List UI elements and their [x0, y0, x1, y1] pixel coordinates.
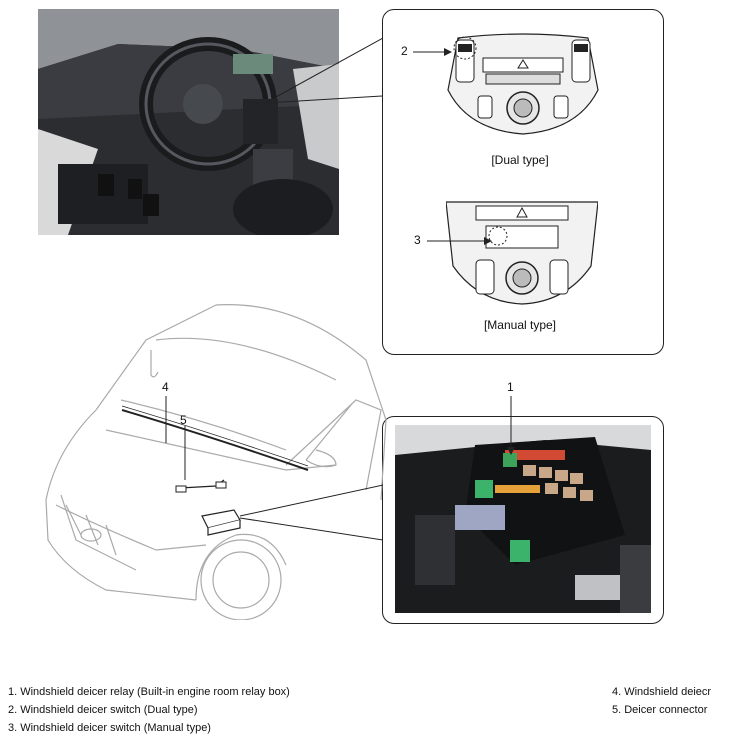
- dual-type-caption: [Dual type]: [491, 153, 549, 167]
- vehicle-line-drawing: [45, 304, 387, 620]
- legend-item-4: 4. Windshield deiecr: [612, 686, 712, 698]
- legend-item-1: 1. Windshield deicer relay (Built-in eng…: [8, 686, 290, 698]
- legend-left: 1. Windshield deicer relay (Built-in eng…: [8, 683, 290, 737]
- callout-2: 2: [401, 44, 408, 58]
- callout-1: 1: [507, 380, 514, 394]
- manual-type-panel: [446, 201, 598, 305]
- callout-5: 5: [180, 413, 187, 427]
- manual-type-caption: [Manual type]: [483, 318, 557, 332]
- dual-type-panel: [447, 33, 599, 135]
- relay-box-illustration: [395, 425, 651, 613]
- callout-4: 4: [162, 380, 169, 394]
- legend-item-2: 2. Windshield deicer switch (Dual type): [8, 704, 198, 716]
- legend-item-5: 5. Deicer connector: [612, 704, 708, 716]
- callout-3: 3: [414, 233, 421, 247]
- dashboard-photo: [38, 9, 339, 235]
- legend-right: 4. Windshield deiecr 5. Deicer connector: [612, 683, 711, 719]
- legend-item-3: 3. Windshield deicer switch (Manual type…: [8, 722, 211, 734]
- dashboard-illustration: [38, 9, 339, 235]
- relay-box-photo: [395, 425, 651, 613]
